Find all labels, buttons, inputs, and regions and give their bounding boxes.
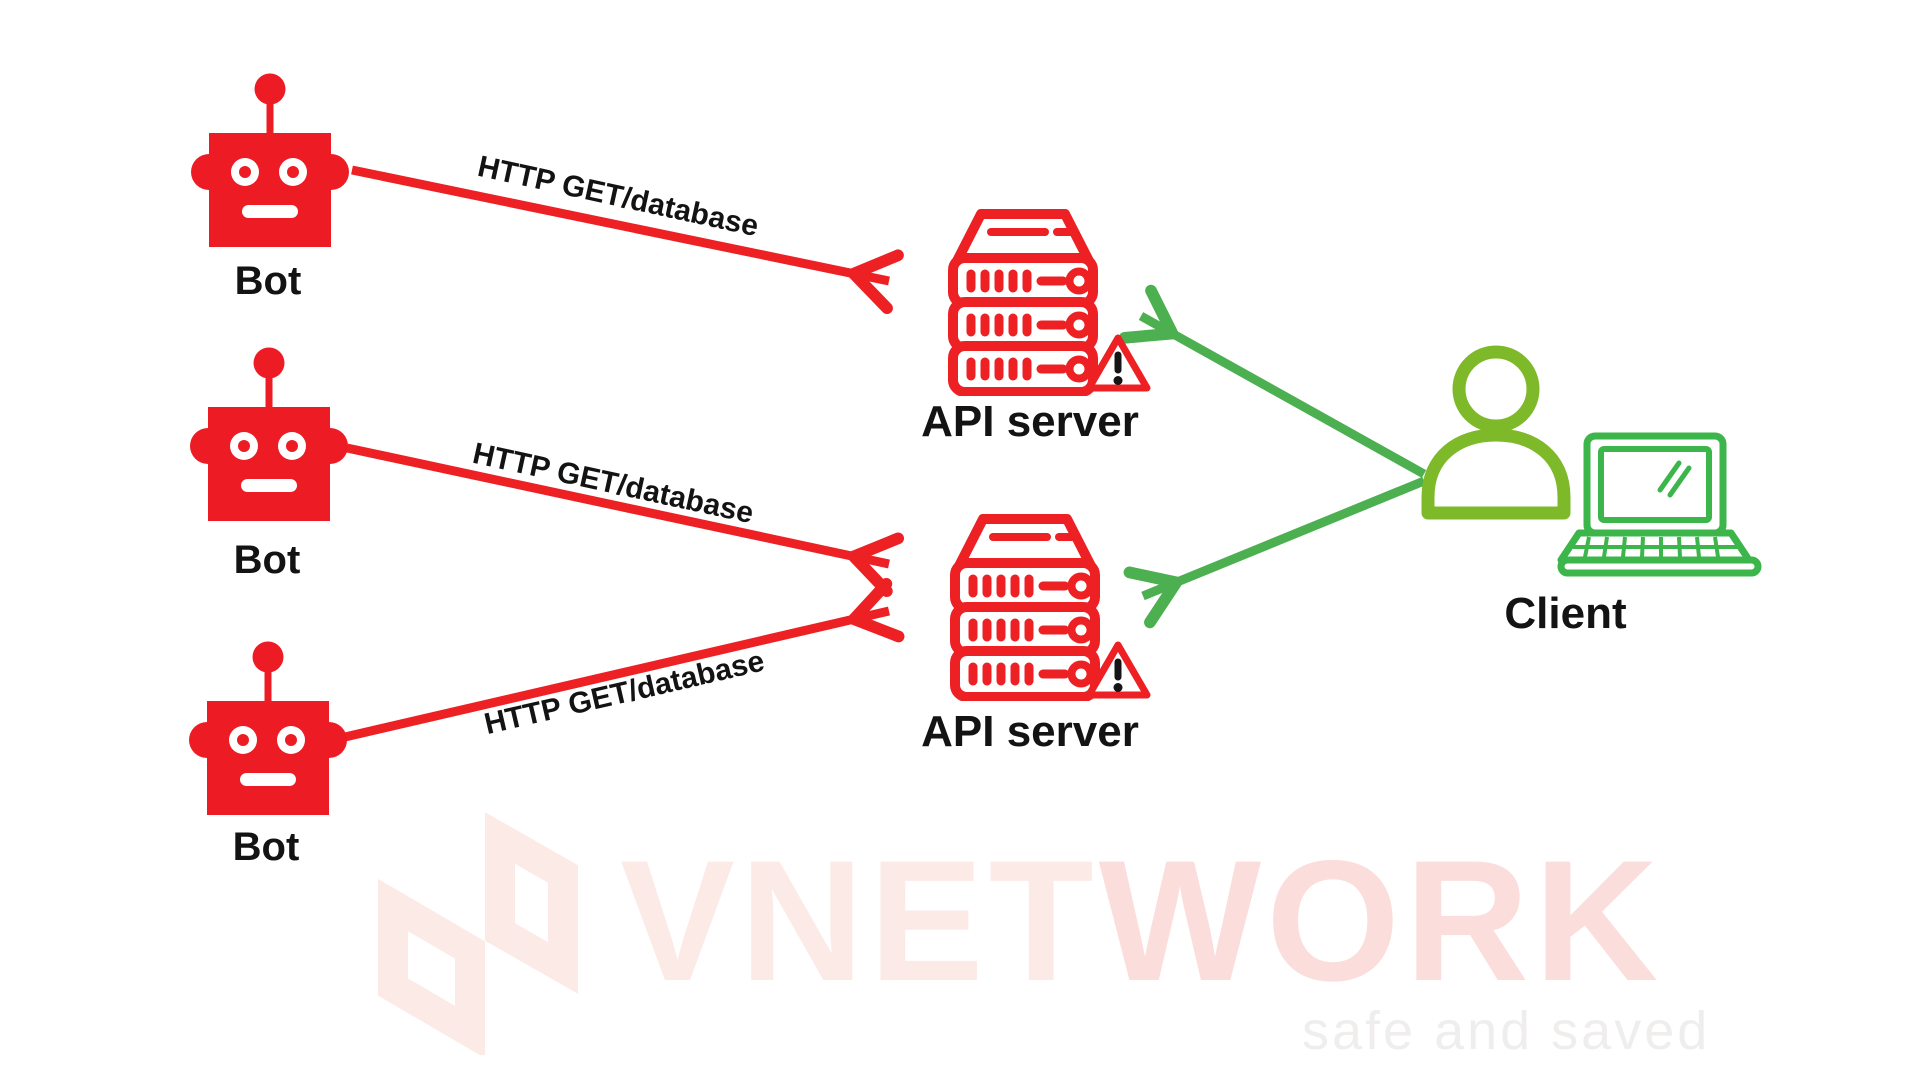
red-arrow-bot2-to-server2 xyxy=(346,443,905,598)
bot-icon xyxy=(189,641,347,815)
watermark-brand-prefix: VNET xyxy=(620,825,1099,1017)
red-arrow-bot1-to-server1 xyxy=(351,165,904,315)
api-server-icon xyxy=(948,209,1098,396)
red-arrow-bot3-to-server2 xyxy=(343,578,905,742)
watermark-logo-icon xyxy=(378,812,578,1055)
api-server-icon xyxy=(950,514,1100,701)
api-server-label: API server xyxy=(921,397,1139,446)
bot-label: Bot xyxy=(234,259,302,303)
bot-icon xyxy=(190,347,348,521)
warning-triangle-icon xyxy=(1085,641,1151,699)
green-arrow-client-to-server1 xyxy=(1118,284,1427,478)
bot-label: Bot xyxy=(232,825,300,869)
watermark-tagline: safe and saved xyxy=(1302,1001,1711,1061)
bot-icon xyxy=(191,73,349,247)
green-arrow-client-to-server2 xyxy=(1123,476,1426,629)
watermark-brand-suffix: WORK xyxy=(1098,825,1664,1017)
client-label: Client xyxy=(1504,589,1627,638)
person-icon xyxy=(1421,345,1571,520)
bot-label: Bot xyxy=(233,538,301,582)
laptop-icon xyxy=(1557,432,1762,577)
warning-triangle-icon xyxy=(1085,334,1151,392)
api-server-label: API server xyxy=(921,707,1139,756)
watermark-brand: VNETWORK xyxy=(620,835,1663,1007)
